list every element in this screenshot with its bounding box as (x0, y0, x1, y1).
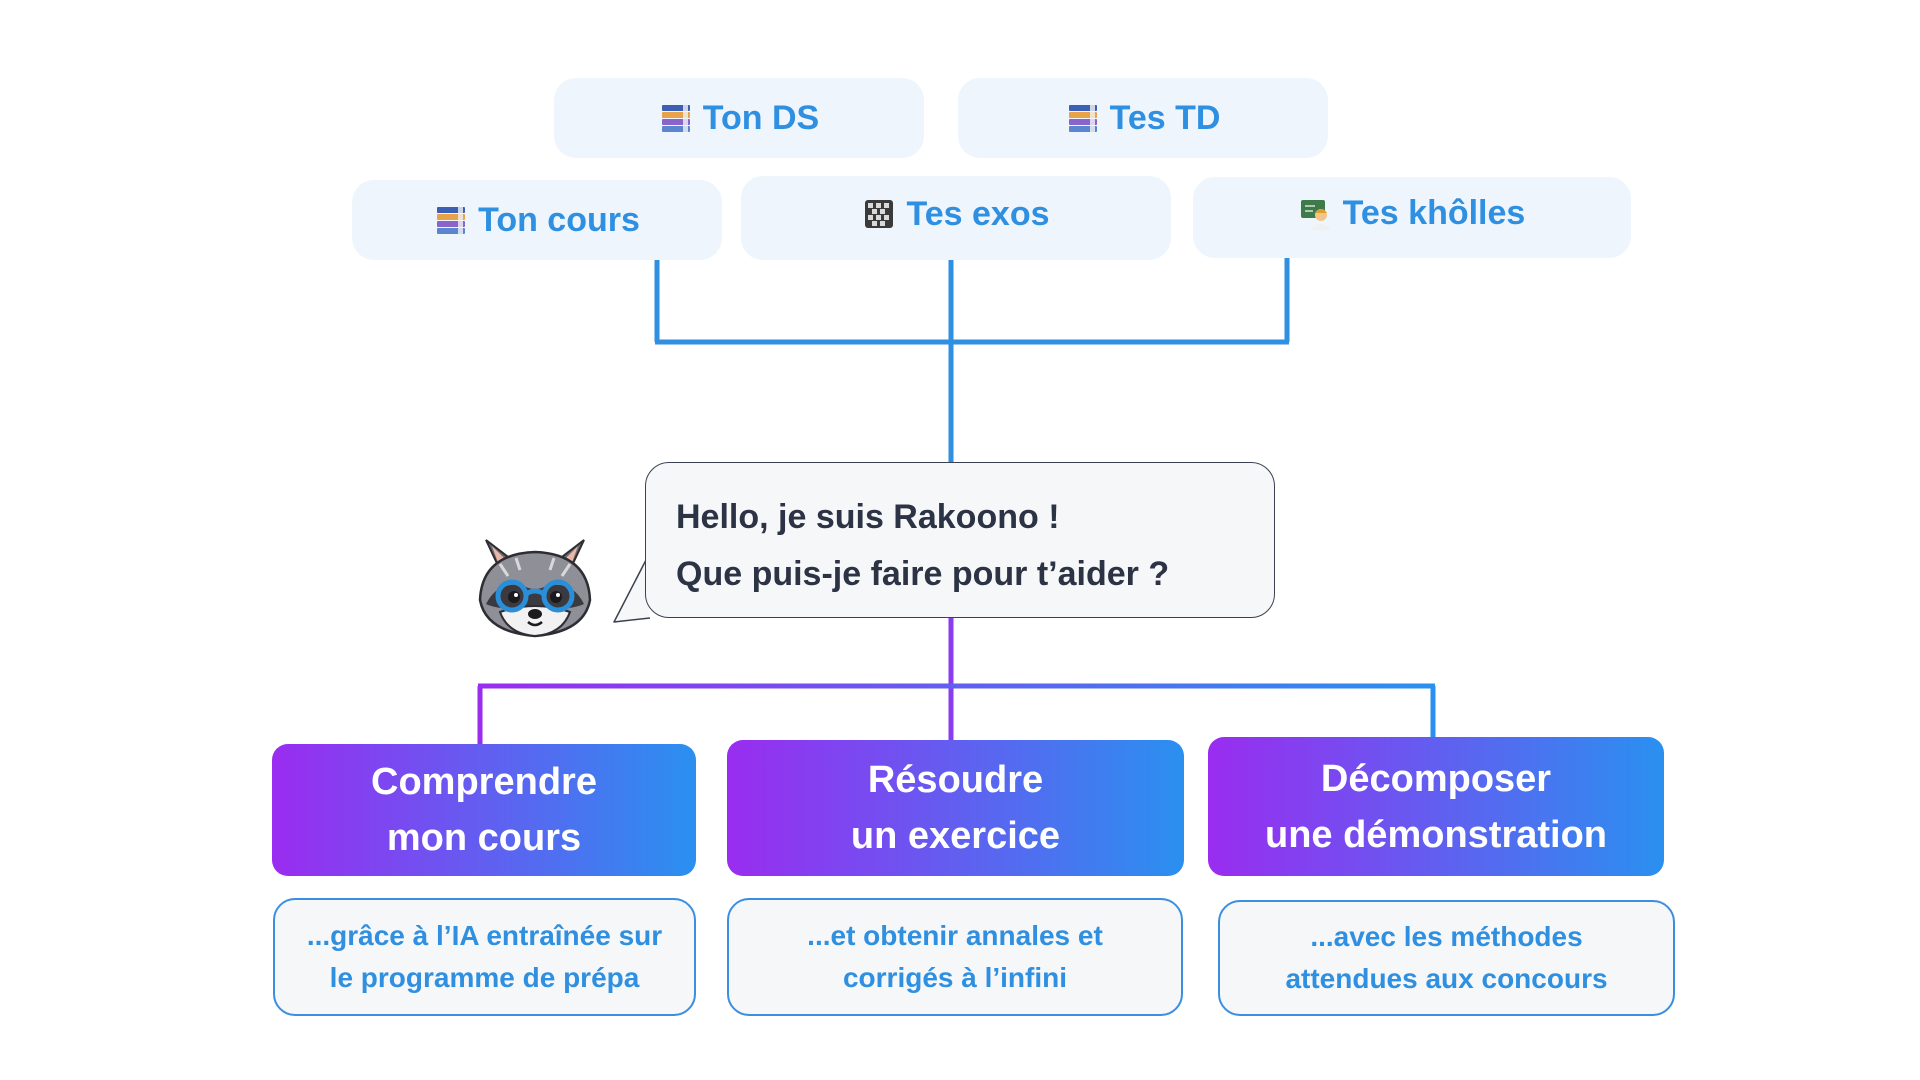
source-ton-cours[interactable]: Ton cours (352, 180, 722, 260)
description-line: corrigés à l’infini (842, 962, 1068, 993)
source-label: Ton cours (478, 200, 640, 239)
speech-bubble: Hello, je suis Rakoono ! Que puis-je fai… (645, 462, 1275, 618)
action-line: Comprendre (371, 761, 597, 803)
raccoon-mascot-icon (478, 539, 592, 638)
bubble-tail (613, 559, 651, 623)
action-line: mon cours (386, 817, 582, 859)
action-comprendre-button[interactable]: Comprendre mon cours (272, 744, 696, 876)
source-tes-exos[interactable]: Tes exos (741, 176, 1171, 260)
source-tes-kholles[interactable]: Tes khôlles (1193, 177, 1631, 258)
top-connector (654, 258, 1290, 462)
description-line: ...avec les méthodes (1310, 921, 1583, 952)
action-line: une démonstration (1264, 813, 1608, 856)
source-label: Tes TD (1109, 98, 1221, 137)
description-resoudre: ...et obtenir annales et corrigés à l’in… (727, 898, 1183, 1016)
description-line: ...grâce à l’IA entraînée sur (306, 920, 663, 951)
source-ton-ds[interactable]: Ton DS (554, 78, 924, 158)
abacus-icon (865, 200, 894, 228)
action-resoudre-button[interactable]: Résoudre un exercice (727, 740, 1184, 876)
books-icon (661, 105, 690, 132)
description-comprendre: ...grâce à l’IA entraînée sur le program… (273, 898, 696, 1016)
books-icon (1068, 105, 1097, 132)
description-line: ...et obtenir annales et (807, 920, 1103, 951)
bubble-question: Que puis-je faire pour t’aider ? (676, 555, 1170, 593)
description-line: attendues aux concours (1285, 963, 1608, 994)
bottom-connector (477, 618, 1436, 745)
description-line: le programme de prépa (329, 962, 640, 993)
action-decomposer-button[interactable]: Décomposer une démonstration (1208, 737, 1664, 876)
source-label: Ton DS (702, 98, 820, 137)
source-tes-td[interactable]: Tes TD (958, 78, 1328, 158)
bubble-tail-cover (646, 560, 652, 576)
description-decomposer: ...avec les méthodes attendues aux conco… (1218, 900, 1675, 1016)
bubble-greeting: Hello, je suis Rakoono ! (676, 498, 1060, 536)
action-line: un exercice (850, 815, 1061, 857)
books-icon (437, 207, 466, 234)
teacher-icon (1300, 199, 1331, 230)
action-line: Décomposer (1320, 757, 1552, 800)
source-label: Tes khôlles (1342, 194, 1526, 232)
action-line: Résoudre (867, 759, 1044, 801)
source-label: Tes exos (906, 194, 1050, 233)
